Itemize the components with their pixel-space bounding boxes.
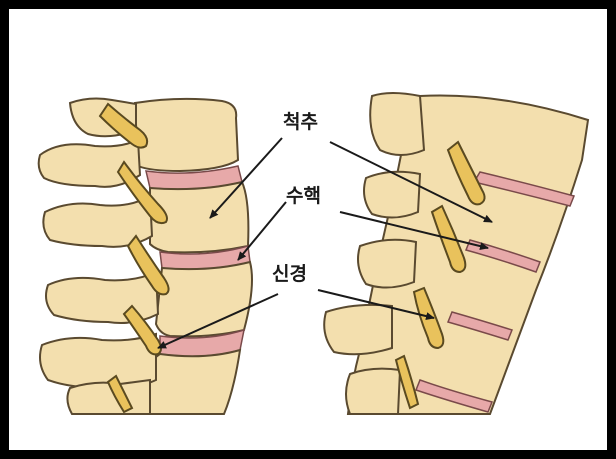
arrow-vertebra-left — [209, 137, 283, 219]
arrow-nerve-left — [157, 293, 279, 349]
left-vertebra-body-4 — [148, 348, 242, 415]
left-process-1 — [37, 138, 142, 188]
left-vertebra-body-1 — [133, 97, 240, 173]
label-vertebra: 척추 — [283, 111, 318, 133]
right-disc-4 — [415, 379, 494, 413]
right-process-5 — [345, 367, 402, 415]
right-process-3 — [357, 238, 418, 289]
label-nerve: 신경 — [272, 263, 307, 285]
label-nucleus: 수핵 — [286, 185, 321, 207]
right-process-4 — [323, 303, 393, 356]
right-process-1 — [369, 92, 426, 156]
arrow-nerve-right — [317, 289, 435, 321]
left-nerve-2 — [116, 160, 168, 225]
right-nerve-4 — [394, 354, 420, 410]
left-spine — [37, 97, 253, 415]
pointer-arrows — [157, 137, 493, 349]
right-disc-3 — [446, 311, 513, 341]
arrow-nucleus-left — [237, 201, 287, 261]
left-vertebra-body-3 — [154, 260, 253, 338]
left-nerve-1 — [98, 102, 149, 149]
left-process-3 — [45, 270, 160, 324]
right-nerve-1 — [446, 140, 486, 206]
right-spine — [323, 92, 590, 415]
right-disc-1 — [472, 171, 576, 207]
right-process-2 — [363, 170, 422, 219]
left-nerve-3 — [126, 234, 170, 296]
left-nerve-5 — [106, 374, 134, 414]
arrow-vertebra-right — [329, 141, 493, 223]
arrow-nucleus-right — [339, 211, 489, 250]
left-nerve-4 — [122, 304, 162, 356]
